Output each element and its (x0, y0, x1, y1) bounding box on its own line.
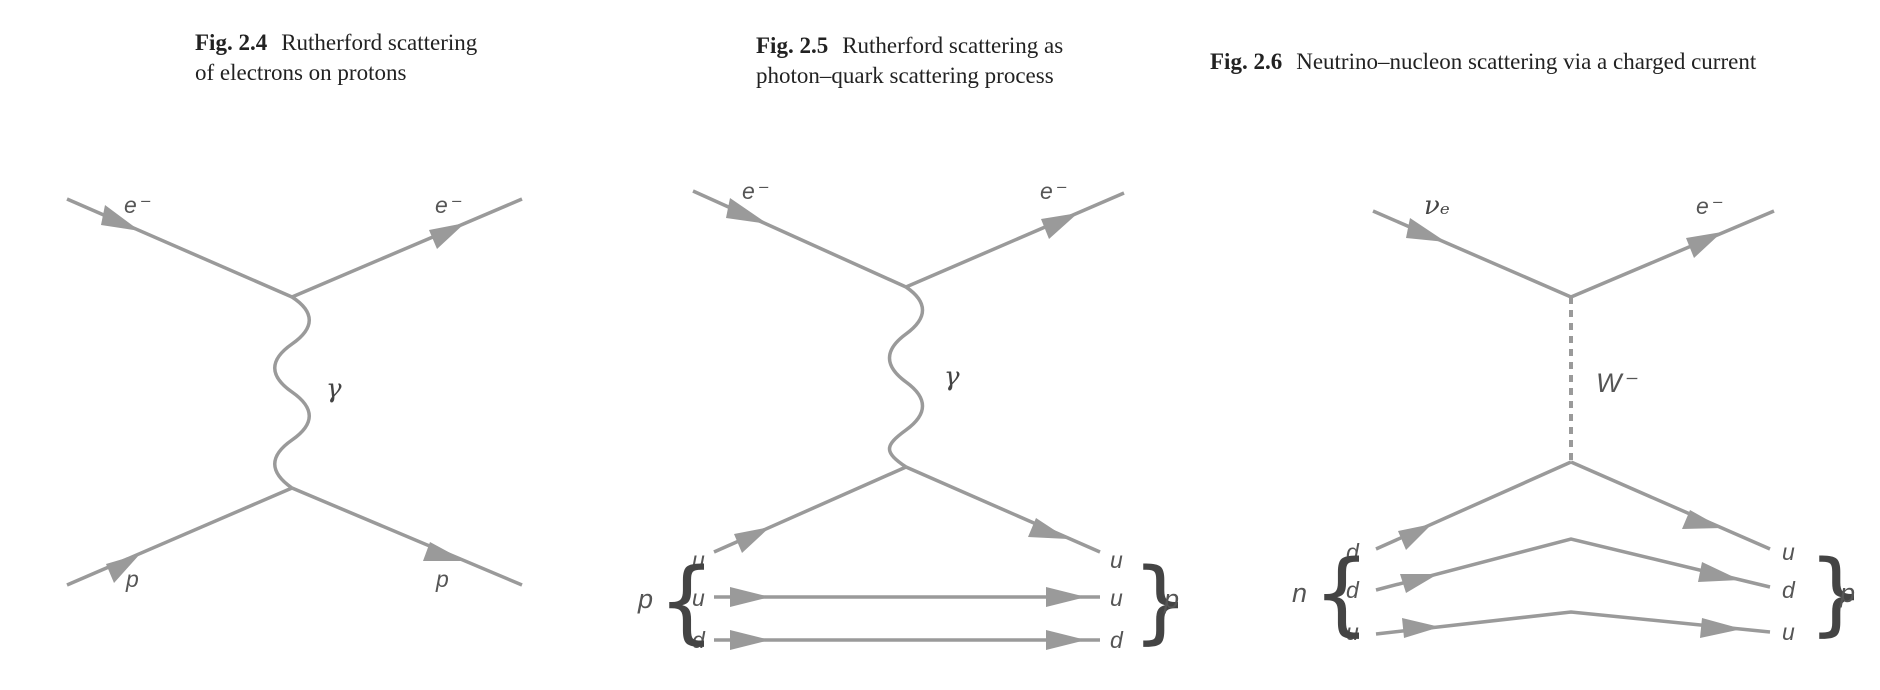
electron-out-arrow (1041, 213, 1078, 239)
label-quark-out-2: u (1110, 585, 1123, 611)
label-quark-in-3: d (692, 627, 706, 653)
electron-in-line (66, 197, 293, 299)
label-proton-in: p (125, 566, 139, 592)
electron-out-line (291, 197, 523, 299)
quark-3-out-arrow (1700, 618, 1742, 638)
brace-right-icon: } (1132, 549, 1189, 654)
label-quark-in-1: d (1346, 539, 1360, 565)
figure-2-5-diagram: e⁻ e⁻ γ u u d u u d { } p p (637, 178, 1189, 654)
quark-3-in-arrow (730, 630, 770, 650)
electron-in-arrow (101, 205, 140, 231)
quark-out-1-line (905, 465, 1101, 554)
figure-2-4-diagram: e⁻ e⁻ γ p p (66, 192, 523, 592)
photon-propagator (887, 285, 925, 469)
electron-out-arrow (429, 223, 465, 249)
proton-out-line (291, 486, 523, 587)
figure-2-6-caption-text: Neutrino–nucleon scattering via a charge… (1296, 49, 1757, 74)
label-hadron-in: n (1292, 578, 1307, 608)
quark-out-1-arrow (1028, 518, 1068, 539)
label-neutrino: νₑ (1424, 191, 1450, 221)
figure-2-4-number: Fig. 2.4 (195, 30, 268, 55)
label-electron-out: e⁻ (435, 192, 462, 218)
quark-2-out-arrow (1046, 587, 1086, 607)
label-quark-in-1: u (692, 547, 705, 573)
quark-2-line (1375, 537, 1771, 592)
neutrino-in-arrow (1406, 218, 1446, 242)
label-quark-out-1: u (1782, 539, 1795, 565)
quark-out-1-line (1570, 460, 1771, 551)
photon-propagator (273, 295, 311, 490)
quark-in-1-arrow (1398, 524, 1432, 550)
label-quark-out-2: d (1782, 577, 1796, 603)
label-quark-out-3: u (1782, 619, 1795, 645)
label-electron-in: e⁻ (742, 178, 769, 204)
neutrino-in-line (1372, 209, 1572, 299)
figure-2-6-caption: Fig. 2.6 Neutrino–nucleon scattering via … (1210, 47, 1880, 77)
electron-in-arrow (726, 198, 768, 224)
label-electron-out: e⁻ (1040, 178, 1067, 204)
electron-out-line (905, 191, 1125, 289)
label-w-boson: W⁻ (1596, 368, 1637, 398)
figure-2-5-number: Fig. 2.5 (756, 33, 829, 58)
quark-3-out-arrow (1046, 630, 1086, 650)
label-photon: γ (944, 362, 960, 392)
quark-2-in-arrow (1400, 574, 1438, 593)
label-electron-out: e⁻ (1696, 193, 1723, 219)
label-quark-out-1: u (1110, 547, 1123, 573)
figure-2-5-caption-text: Rutherford scattering as photon–quark sc… (756, 33, 1064, 88)
proton-out-arrow (423, 542, 465, 561)
electron-out-arrow (1686, 232, 1722, 258)
quark-2-out-arrow (1698, 562, 1740, 582)
label-photon: γ (326, 374, 342, 404)
brace-left-icon: { (1313, 541, 1370, 646)
electron-out-line (1570, 209, 1775, 299)
label-quark-out-3: d (1110, 627, 1124, 653)
quark-out-1-arrow (1682, 510, 1722, 529)
figure-2-4-caption-text: Rutherford scattering of electrons on pr… (195, 30, 478, 85)
label-electron-in: e⁻ (124, 192, 151, 218)
brace-right-icon: } (1808, 541, 1865, 646)
proton-in-arrow (106, 554, 140, 583)
label-quark-in-2: u (692, 585, 705, 611)
proton-in-line (66, 486, 293, 587)
brace-left-icon: { (658, 549, 715, 654)
label-proton-out: p (435, 566, 449, 592)
figure-2-6-number: Fig. 2.6 (1210, 49, 1283, 74)
label-hadron-out: p (1163, 584, 1179, 614)
electron-in-line (692, 189, 907, 289)
quark-in-1-arrow (734, 527, 770, 553)
quark-2-in-arrow (730, 587, 770, 607)
label-hadron-out: p (1839, 578, 1855, 608)
label-quark-in-3: u (1346, 619, 1359, 645)
quark-3-in-arrow (1402, 618, 1440, 638)
figure-2-6-diagram: νₑ e⁻ W⁻ d d u u d u { } n p (1292, 191, 1865, 646)
label-hadron-in: p (637, 584, 653, 614)
label-quark-in-2: d (1346, 577, 1360, 603)
